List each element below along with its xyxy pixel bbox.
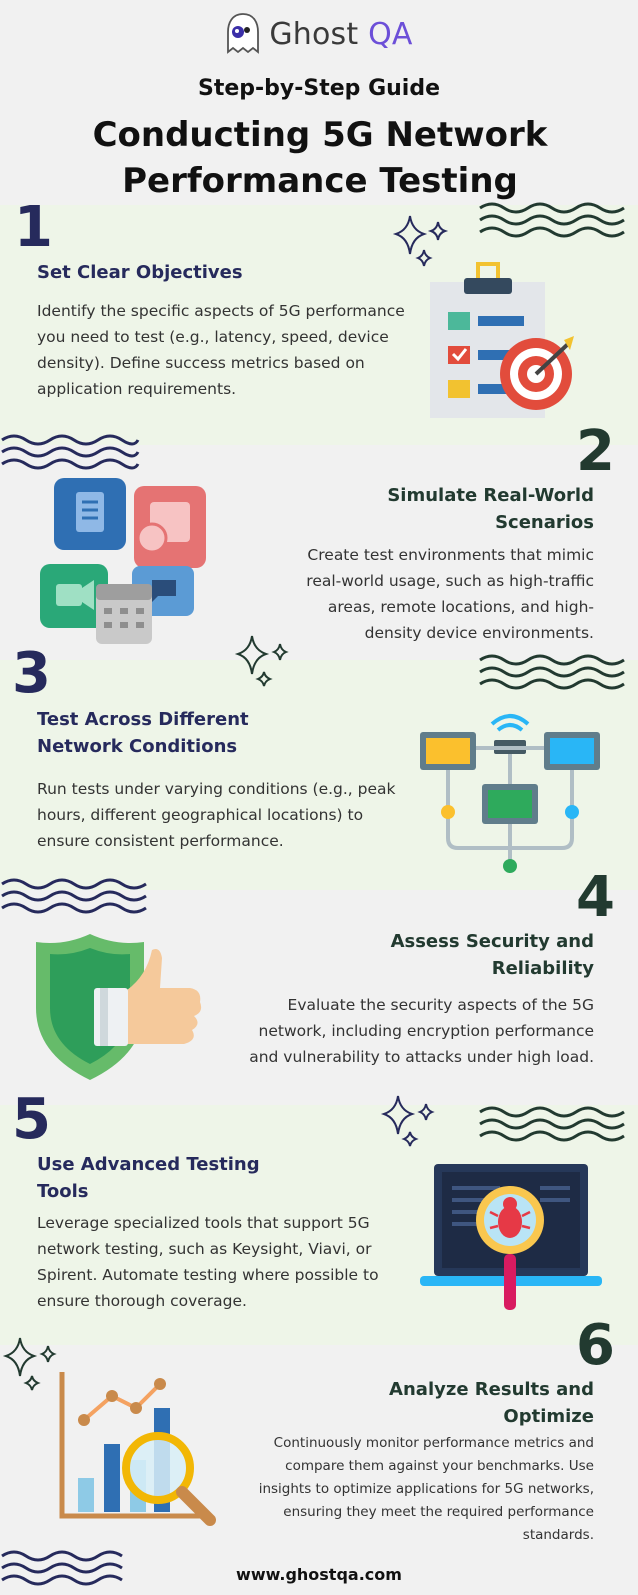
ghost-logo-icon <box>227 13 260 54</box>
sparkle-icon <box>2 1337 57 1391</box>
wave-icon <box>1 434 140 470</box>
page-title: Conducting 5G Network Performance Testin… <box>92 115 548 201</box>
wave-icon <box>1 1550 123 1586</box>
footer-url[interactable]: www.ghostqa.com <box>236 1565 402 1584</box>
wave-icon <box>479 202 625 238</box>
guide-kicker: Step-by-Step Guide <box>198 76 440 101</box>
step-2-number: 2 <box>576 419 615 484</box>
shield-thumbs-up-icon <box>36 934 202 1080</box>
network-icon <box>420 714 600 873</box>
step-3-body: Run tests under varying conditions (e.g.… <box>37 780 396 850</box>
sparkle-icon <box>380 1095 435 1147</box>
step-6-number: 6 <box>576 1313 615 1378</box>
brand-header: Ghost QA <box>0 12 638 61</box>
step-1-body: Identify the specific aspects of 5G perf… <box>37 302 405 398</box>
wave-icon <box>479 654 625 690</box>
step-4-body: Evaluate the security aspects of the 5G … <box>249 996 594 1066</box>
band-step-3 <box>0 660 638 890</box>
apps-icon <box>40 478 206 644</box>
sparkle-icon <box>234 635 289 687</box>
step-1-number: 1 <box>14 195 53 260</box>
wave-icon <box>479 1106 625 1142</box>
brand-name: Ghost QA <box>269 16 413 52</box>
step-6-body: Continuously monitor performance metrics… <box>258 1435 594 1543</box>
step-2-body: Create test environments that mimic real… <box>306 546 594 642</box>
step-1-heading: Set Clear Objectives <box>37 262 243 283</box>
sparkle-icon <box>392 215 449 267</box>
clipboard-target-icon <box>430 262 574 418</box>
analytics-chart-icon <box>59 1372 216 1526</box>
step-4-number: 4 <box>576 865 615 930</box>
step-3-number: 3 <box>12 641 51 706</box>
bug-laptop-icon <box>420 1164 602 1310</box>
wave-icon <box>1 878 147 914</box>
step-5-body: Leverage specialized tools that support … <box>37 1214 379 1310</box>
step-5-number: 5 <box>12 1087 51 1152</box>
